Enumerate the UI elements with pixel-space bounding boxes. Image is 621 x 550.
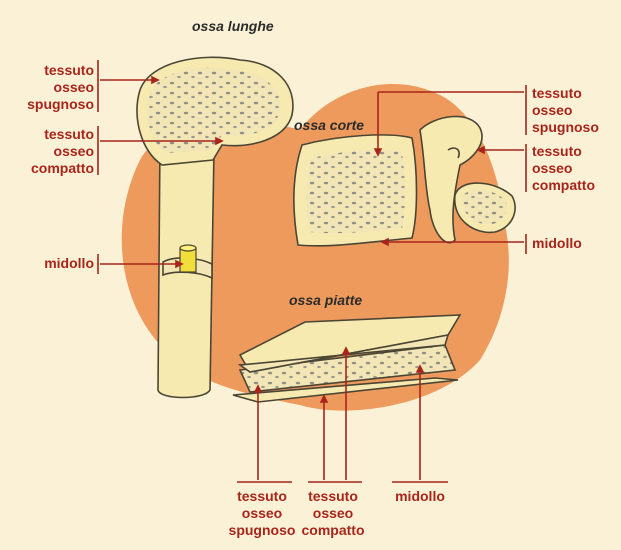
flat-bone-compact-label: tessuto osseo compatto <box>296 488 370 539</box>
title-short-bones: ossa corte <box>294 117 364 133</box>
short-bone-spongy-label: tessuto osseo spugnoso <box>532 85 599 136</box>
long-bone-compact-label: tessuto osseo compatto <box>10 126 94 177</box>
long-bone-spongy-label: tessuto osseo spugnoso <box>10 62 94 113</box>
title-flat-bones: ossa piatte <box>289 292 362 308</box>
flat-bone-spongy-label: tessuto osseo spugnoso <box>222 488 302 539</box>
long-bone-marrow <box>180 248 196 272</box>
long-bone-marrow-label: midollo <box>10 255 94 272</box>
title-long-bones: ossa lunghe <box>192 18 274 34</box>
flat-bone-marrow-label: midollo <box>388 488 452 505</box>
short-bone-compact-label: tessuto osseo compatto <box>532 143 595 194</box>
short-bone-marrow-label: midollo <box>532 235 582 252</box>
